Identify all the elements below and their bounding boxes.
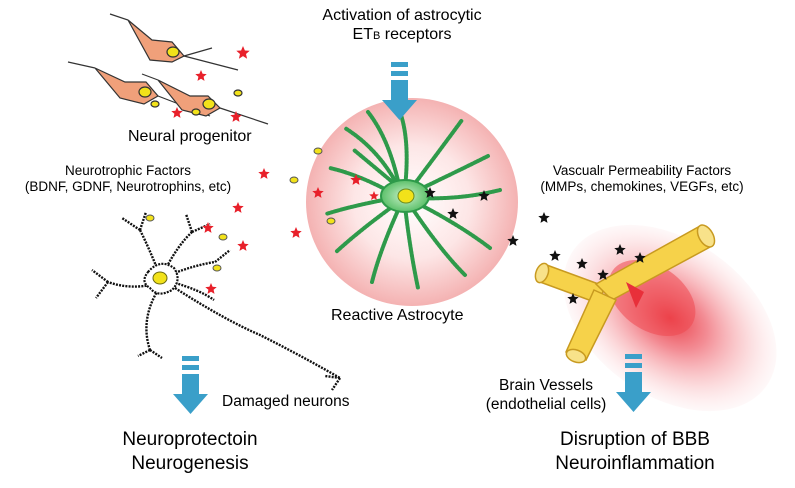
neurotrophic-factor-star [202, 222, 214, 233]
reactive-astrocyte-label: Reactive Astrocyte [331, 307, 464, 324]
permeability-factor-star [538, 212, 550, 223]
progenitor-cell [141, 73, 269, 125]
activation-label-subscript: B [372, 30, 381, 43]
neurotrophic-factor-star [369, 191, 379, 200]
bbb-disruption-outcome-line2: Neuroinflammation [555, 452, 715, 474]
brain-vessels-subtitle: (endothelial cells) [485, 395, 607, 413]
activation-label-line1: Activation of astrocytic [322, 7, 482, 24]
bbb-disruption-outcome-line1: Disruption of BBB [560, 429, 710, 450]
permeability-factor-star [634, 252, 646, 263]
permeability-factor-star [614, 244, 626, 255]
brain-vessels [534, 224, 777, 412]
neural-progenitor-cells [67, 13, 269, 125]
neurotrophic-factor-star [171, 107, 183, 118]
neurotrophic-factors-label: Neurotrophic Factors (BDNF, GDNF, Neurot… [2, 163, 254, 195]
permeability-factor-star [549, 250, 561, 261]
neurotrophic-factor-star [312, 187, 324, 198]
reactive-astrocyte [306, 98, 518, 306]
permeability-factor-star [424, 187, 436, 198]
neurotrophic-factor-star [258, 168, 270, 179]
permeability-factor-stars [424, 187, 646, 304]
permeability-factor-star [597, 269, 609, 280]
neuroprotection-outcome-line1: Neuroprotectoin [122, 429, 258, 450]
damaged-neurons-label: Damaged neurons [222, 393, 350, 410]
permeability-factor-star [576, 258, 588, 269]
arrow-neuroprotection [173, 356, 208, 414]
neurotrophic-factor-star [350, 174, 362, 185]
neurotrophic-factor-star [195, 70, 207, 81]
activation-label-line2: ETB receptors [352, 26, 452, 44]
arrow-bbb-disruption [616, 354, 651, 412]
brain-vessels-label: Brain Vessels (endothelial cells) [468, 377, 624, 414]
vascular-permeability-label: Vascualr Permeability Factors (MMPs, che… [508, 163, 776, 195]
neural-progenitor-label: Neural progenitor [128, 128, 252, 145]
neurotrophic-factor-star [232, 202, 244, 213]
damaged-neuron-nucleus [152, 271, 168, 285]
neurotrophic-factor-star [230, 111, 242, 122]
neurotrophic-factor-star [236, 46, 250, 59]
permeability-factor-star [478, 190, 490, 201]
vascular-permeability-list: (MMPs, chemokines, VEGFs, etc) [540, 179, 744, 195]
neurotrophic-factor-star [290, 227, 302, 238]
neurotrophic-factors-title: Neurotrophic Factors [64, 163, 192, 178]
neuroprotection-outcome-line2: Neurogenesis [131, 452, 249, 474]
activation-label: Activation of astrocytic ETB receptors [296, 6, 508, 44]
permeability-factor-star [447, 208, 459, 219]
secreted-vesicles [145, 147, 336, 272]
brain-vessels-title: Brain Vessels [499, 377, 593, 394]
permeability-factor-star [567, 293, 579, 304]
arrow-activation [382, 62, 417, 120]
vascular-permeability-title: Vascualr Permeability Factors [552, 163, 732, 178]
neurotrophic-factor-stars [171, 46, 379, 294]
progenitor-cell [109, 13, 239, 71]
damaged-neuron [91, 211, 341, 391]
neuroprotection-outcome-label: Neuroprotectoin Neurogenesis [90, 428, 290, 476]
permeability-factor-star [507, 235, 519, 246]
neurotrophic-factors-list: (BDNF, GDNF, Neurotrophins, etc) [24, 179, 232, 195]
neurotrophic-factor-star [205, 283, 217, 294]
bbb-disruption-outcome-label: Disruption of BBB Neuroinflammation [540, 428, 730, 476]
neurotrophic-factor-star [237, 240, 249, 251]
